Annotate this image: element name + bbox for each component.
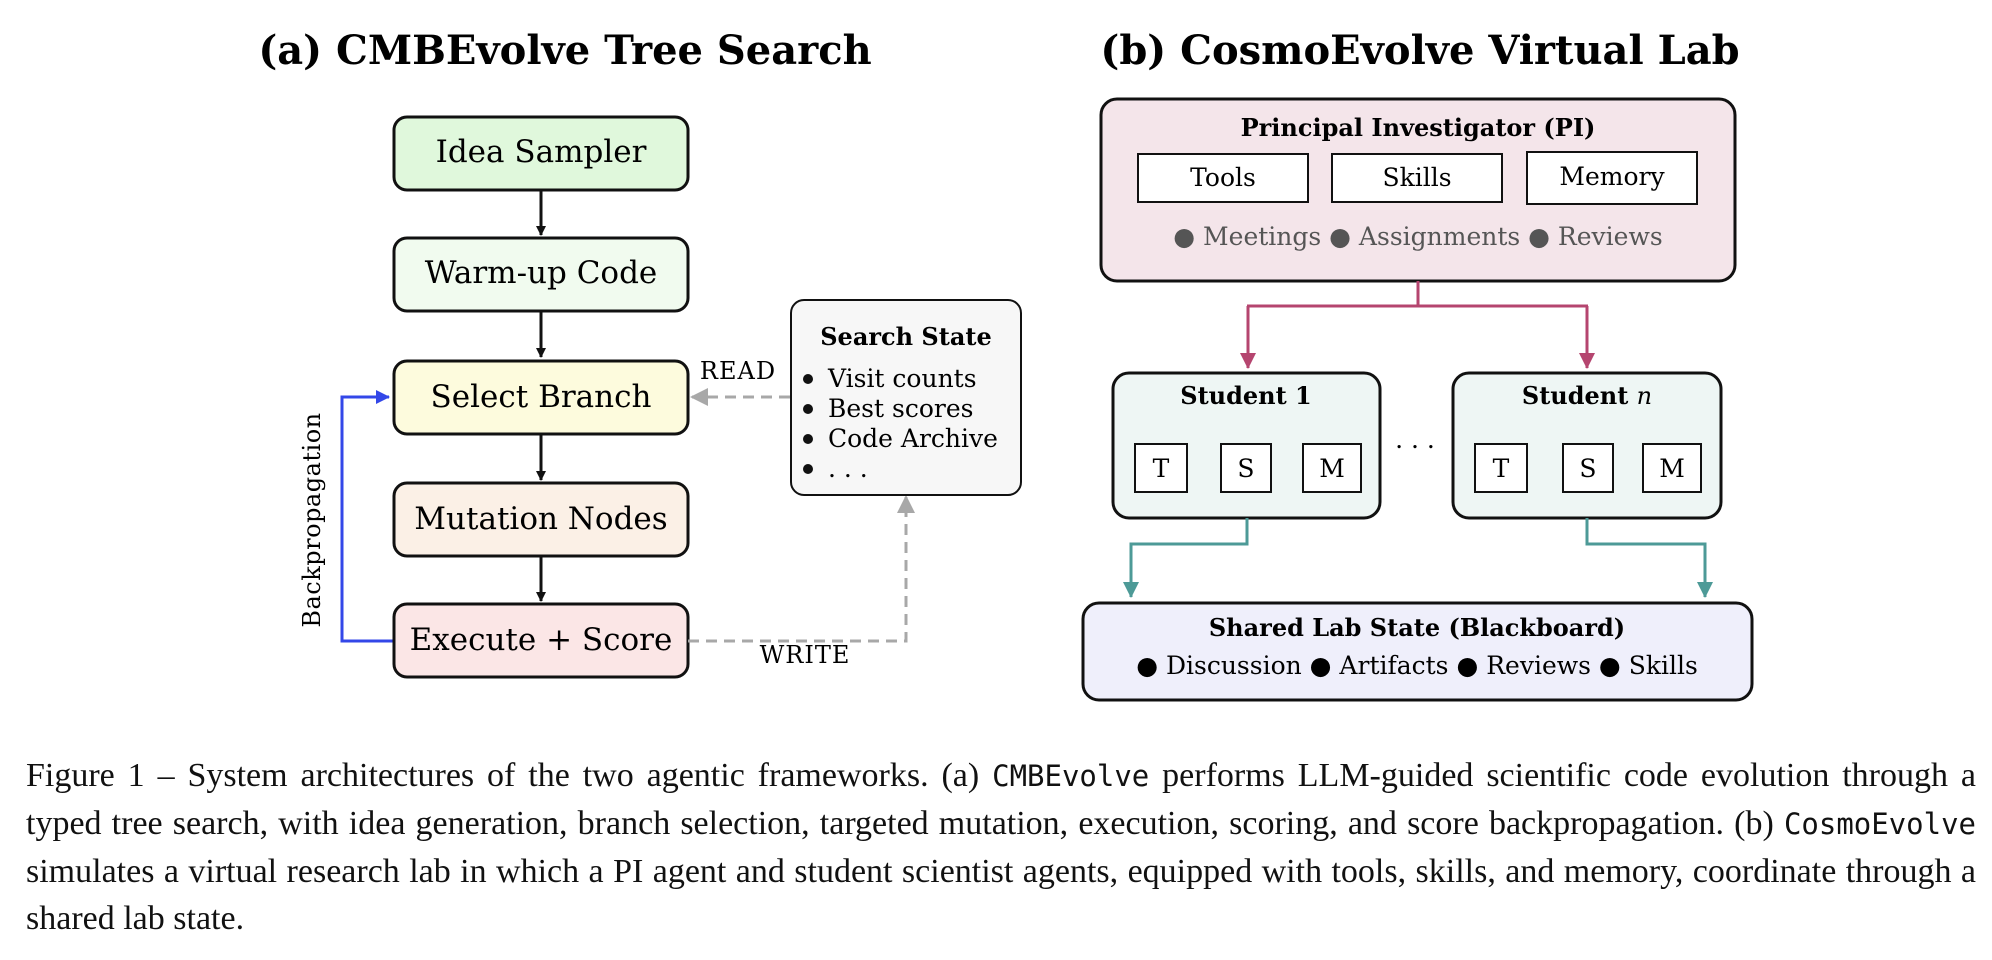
warmup-code-label: Warm-up Code <box>425 255 658 291</box>
student-n-memory-label: M <box>1659 454 1685 483</box>
student-1-memory-label: M <box>1319 454 1345 483</box>
idea-sampler-label: Idea Sampler <box>436 134 647 170</box>
student-n-tool-box <box>1474 443 1528 493</box>
student-1-title: Student 1 <box>1180 381 1312 410</box>
pi-tools-label: Tools <box>1190 163 1256 192</box>
read-label: READ <box>700 357 776 385</box>
panel-b-title: (b) CosmoEvolve Virtual Lab <box>1100 27 1739 74</box>
pi-box: Principal Investigator (PI) Tools Skills… <box>1099 97 1737 283</box>
warmup-code-node: Warm-up Code <box>392 236 690 313</box>
caption-text: Figure 1 – System architectures of the t… <box>26 757 993 794</box>
pi-memory-label: Memory <box>1559 162 1665 191</box>
shared-lab-state-box: Shared Lab State (Blackboard) ● Discussi… <box>1081 601 1754 702</box>
bullet <box>803 434 813 444</box>
search-state-item: Visit counts <box>827 364 977 393</box>
panel-a-title: (a) CMBEvolve Tree Search <box>258 27 871 74</box>
student-n-tool-label: T <box>1493 454 1510 483</box>
bullet <box>803 464 813 474</box>
caption-text: performs LLM-guided scientific code evol… <box>26 757 1976 842</box>
student-n-skill-label: S <box>1579 454 1596 483</box>
students-ellipsis: . . . <box>1395 425 1435 454</box>
pi-activities: ● Meetings ● Assignments ● Reviews <box>1173 222 1662 251</box>
write-label: WRITE <box>760 641 851 669</box>
caption-code-cosmoevolve: CosmoEvolve <box>1783 807 1976 841</box>
student-1-box: Student 1 T S M <box>1111 371 1382 520</box>
student-n-skill-box <box>1562 443 1614 493</box>
backprop-label: Backpropagation <box>298 412 326 627</box>
pi-skills-box <box>1331 153 1503 203</box>
search-state-title: Search State <box>820 322 992 351</box>
select-branch-label: Select Branch <box>431 379 652 415</box>
search-state-item: Code Archive <box>828 424 998 453</box>
execute-score-node: Execute + Score <box>392 602 690 679</box>
figure-caption: Figure 1 – System architectures of the t… <box>26 752 1976 942</box>
mutation-nodes-node: Mutation Nodes <box>392 481 690 558</box>
student-n-box: Student n T S M <box>1451 371 1723 520</box>
backprop-arrow <box>340 390 394 643</box>
arrow-student1-to-shared <box>1123 518 1249 598</box>
student-1-tool-label: T <box>1153 454 1170 483</box>
pi-title: Principal Investigator (PI) <box>1241 113 1596 142</box>
student-1-memory-box <box>1302 443 1362 493</box>
pi-memory-box <box>1526 151 1698 205</box>
idea-sampler-node: Idea Sampler <box>392 115 690 192</box>
pi-skills-label: Skills <box>1382 163 1451 192</box>
student-1-skill-label: S <box>1237 454 1254 483</box>
pi-tools-box <box>1137 153 1309 203</box>
bullet <box>803 404 813 414</box>
student-n-memory-box <box>1642 443 1702 493</box>
search-state-box: Search State Visit counts Best scores Co… <box>790 299 1022 496</box>
bullet <box>803 374 813 384</box>
arrow-studentn-to-shared <box>1585 518 1713 598</box>
execute-score-label: Execute + Score <box>410 622 673 658</box>
student-1-tool-box <box>1134 443 1188 493</box>
pi-to-students-arrows <box>1240 281 1595 369</box>
search-state-item: . . . <box>828 454 868 483</box>
caption-text: simulates a virtual research lab in whic… <box>26 853 1976 937</box>
shared-lab-state-title: Shared Lab State (Blackboard) <box>1209 613 1625 642</box>
caption-code-cmbevolve: CMBEvolve <box>992 759 1150 793</box>
write-arrow <box>688 495 915 643</box>
student-1-skill-box <box>1220 443 1272 493</box>
shared-lab-state-items: ● Discussion ● Artifacts ● Reviews ● Ski… <box>1136 651 1698 680</box>
select-branch-node: Select Branch <box>392 359 690 436</box>
mutation-nodes-label: Mutation Nodes <box>414 501 667 537</box>
architecture-figure: (a) CMBEvolve Tree Search Backpropagatio… <box>258 27 1754 702</box>
search-state-item: Best scores <box>828 394 973 423</box>
student-n-title: Student n <box>1522 381 1652 410</box>
